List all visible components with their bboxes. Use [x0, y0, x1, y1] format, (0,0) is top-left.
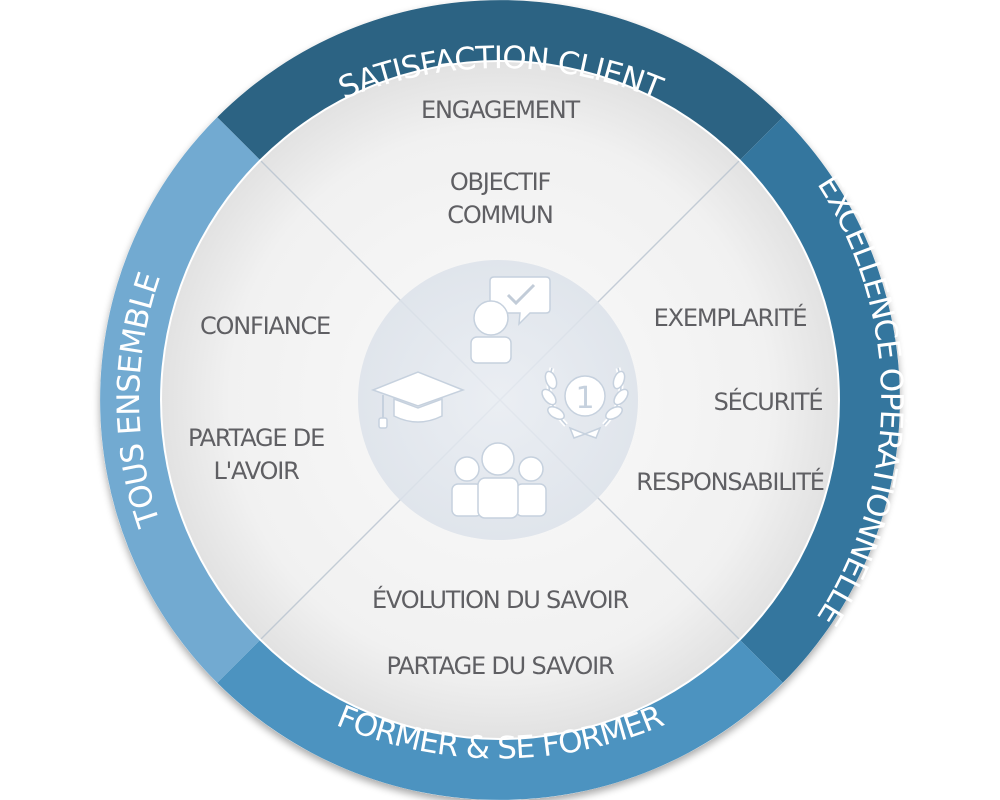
value-engagement: ENGAGEMENT: [421, 96, 580, 124]
value-securite: SÉCURITÉ: [714, 387, 823, 416]
value-exemplarite: EXEMPLARITÉ: [654, 303, 807, 332]
value-confiance: CONFIANCE: [200, 312, 330, 340]
ring-sector-left: [100, 117, 260, 683]
value-partage-du-savoir: PARTAGE DU SAVOIR: [387, 652, 614, 680]
value-objectif: OBJECTIF: [450, 168, 551, 196]
ring-sector-bottom: [217, 640, 783, 800]
value-commun: COMMUN: [447, 201, 552, 229]
value-responsabilite: RESPONSABILITÉ: [636, 467, 824, 496]
ring-sector-top: [217, 0, 783, 160]
value-evolution-du-savoir: ÉVOLUTION DU SAVOIR: [372, 585, 629, 614]
person-checkmark-speech-icon: [470, 276, 551, 364]
laurel-number-one-icon: 1: [541, 367, 629, 439]
group-of-people-icon: [451, 442, 547, 519]
center-hub: [358, 260, 638, 540]
value-partage-de: PARTAGE DE: [188, 424, 324, 452]
value-l-avoir: L'AVOIR: [213, 457, 299, 485]
ring-sector-right: [740, 117, 900, 683]
badge-number: 1: [575, 381, 594, 416]
graduation-cap-icon: [370, 371, 466, 429]
